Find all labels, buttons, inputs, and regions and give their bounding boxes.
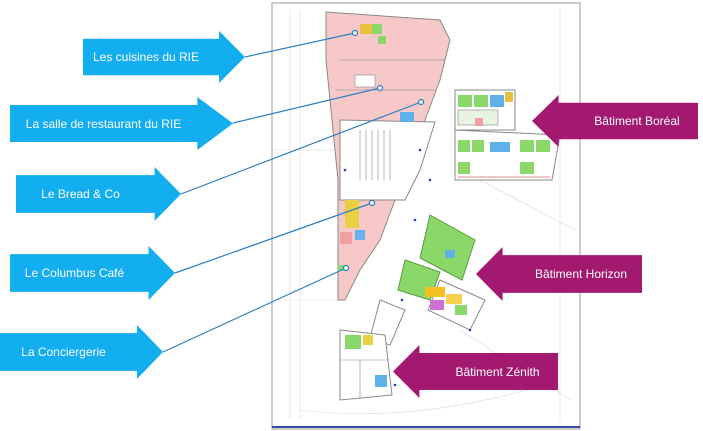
callout-label: Le Columbus Café [24,266,125,280]
callout-label: Bâtiment Boréal [594,114,680,128]
horizon-building [397,214,486,331]
callout-label: Bâtiment Horizon [534,267,628,281]
callout-label: Les cuisines du RIE [92,50,200,64]
callout-bread-and-co: Le Bread & Co [16,167,181,221]
callout-label: La Conciergerie [21,345,106,359]
callout-batiment-boreal: Bâtiment Boréal [532,95,698,147]
callout-batiment-zenith: Bâtiment Zénith [393,345,558,398]
callout-les-cuisines-du-rie: Les cuisines du RIE [83,31,245,83]
zenith-building [339,299,406,401]
callout-batiment-horizon: Bâtiment Horizon [476,247,642,301]
callout-label: La salle de restaurant du RIE [25,116,182,131]
boreal-building [454,89,561,181]
callout-label: Le Bread & Co [41,187,120,201]
callout-conciergerie: La Conciergerie [0,325,163,379]
restaurant-building [325,11,451,301]
callout-label: Bâtiment Zénith [455,364,540,379]
callout-salle-de-restaurant: La salle de restaurant du RIE [10,97,233,150]
callout-columbus-cafe: Le Columbus Café [10,246,175,300]
